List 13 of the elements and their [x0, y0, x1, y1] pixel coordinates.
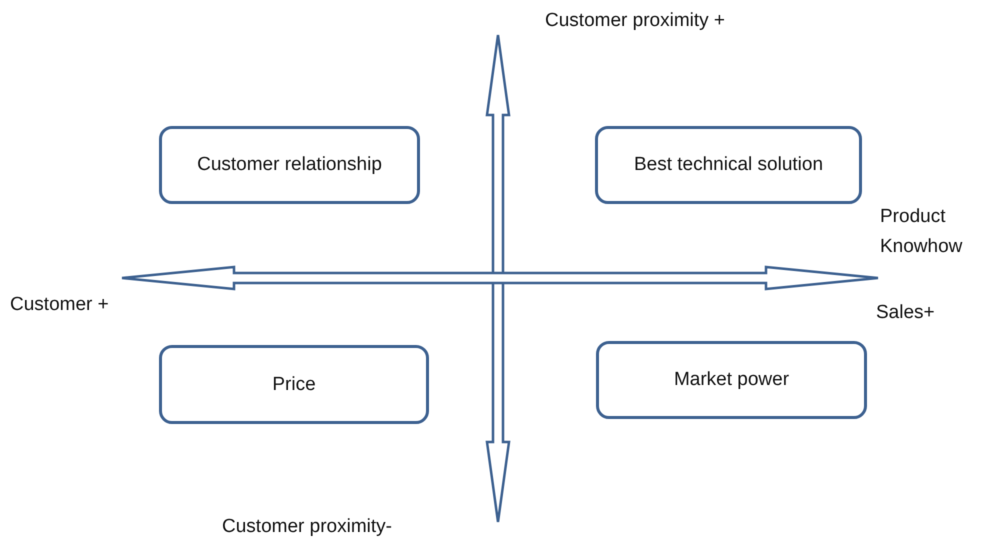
quadrant-box: [159, 345, 429, 424]
box-label: Price: [272, 374, 316, 396]
axis-label: Sales+: [876, 301, 935, 325]
axis-label: Product Knowhow: [880, 205, 964, 260]
quadrant-box: [159, 126, 420, 204]
axis-label: Customer proximity-: [222, 515, 392, 539]
box-label: Market power: [674, 369, 790, 391]
quadrant-box: [596, 341, 867, 419]
axis-label: Customer proximity +: [545, 9, 726, 33]
quadrant-box: [595, 126, 862, 204]
box-label: Customer relationship: [197, 154, 382, 176]
axis-label: Customer +: [10, 293, 109, 317]
box-label: Best technical solution: [634, 154, 824, 176]
